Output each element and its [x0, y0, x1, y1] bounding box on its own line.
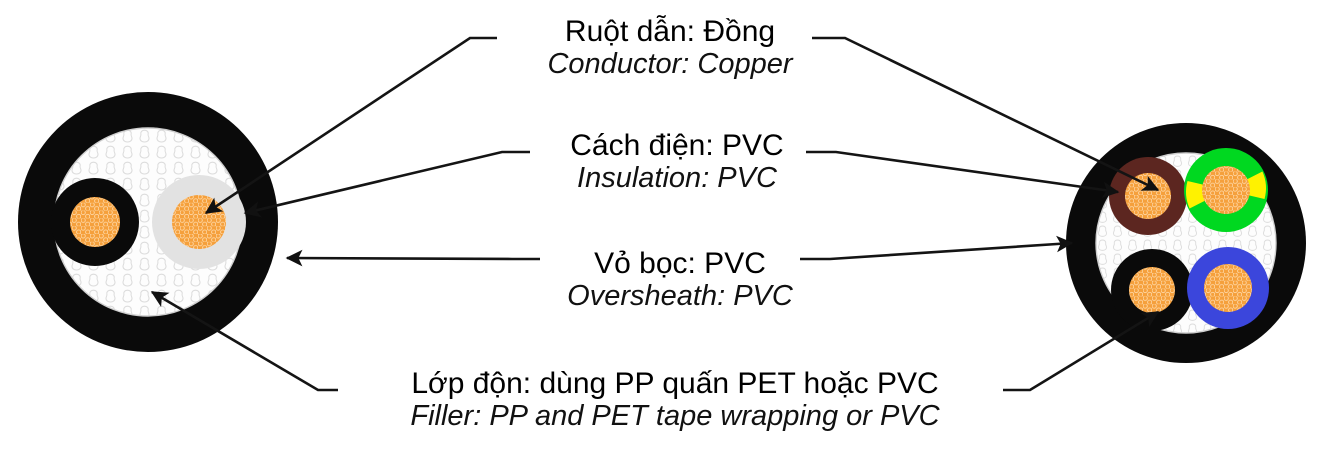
right-core-black-conductor — [1129, 267, 1175, 313]
leader-filler-right — [1003, 310, 1160, 392]
leader-oversheath-left — [285, 249, 540, 267]
label-oversheath-en: Oversheath: PVC — [567, 280, 793, 313]
left-cable-graphic — [18, 92, 278, 352]
label-insulation: Cách điện: PVC Insulation: PVC — [512, 129, 842, 195]
right-core-green-yellow — [1184, 148, 1268, 232]
label-filler: Lớp độn: dùng PP quấn PET hoặc PVC Fille… — [330, 367, 1020, 433]
label-oversheath-vi: Vỏ bọc: PVC — [594, 247, 766, 280]
left-core-grey — [152, 175, 246, 269]
left-core-black-conductor — [70, 197, 120, 247]
label-filler-en: Filler: PP and PET tape wrapping or PVC — [410, 400, 940, 433]
leader-insulation-right — [806, 150, 1120, 199]
label-conductor-en: Conductor: Copper — [547, 48, 793, 81]
leader-conductor-right — [812, 36, 1160, 192]
right-core-brown — [1109, 157, 1187, 235]
label-conductor: Ruột dẫn: Đồng Conductor: Copper — [500, 15, 840, 81]
leader-conductor-left — [204, 36, 497, 215]
leader-oversheath-right — [800, 235, 1074, 261]
label-filler-vi: Lớp độn: dùng PP quấn PET hoặc PVC — [411, 367, 939, 400]
label-insulation-en: Insulation: PVC — [577, 162, 777, 195]
left-core-grey-conductor — [172, 195, 226, 249]
right-core-black — [1111, 249, 1193, 331]
leader-filler-left — [150, 290, 338, 392]
label-oversheath: Vỏ bọc: PVC Oversheath: PVC — [520, 247, 840, 313]
label-conductor-vi: Ruột dẫn: Đồng — [564, 15, 776, 48]
right-core-green-conductor — [1202, 166, 1250, 214]
right-cable-graphic — [1066, 123, 1306, 363]
right-core-blue-conductor — [1204, 264, 1252, 312]
leader-insulation-left — [243, 150, 530, 218]
right-core-brown-conductor — [1125, 173, 1171, 219]
label-insulation-vi: Cách điện: PVC — [570, 129, 784, 162]
right-core-blue — [1187, 247, 1269, 329]
leader-lines — [150, 36, 1160, 392]
left-core-black — [51, 178, 139, 266]
